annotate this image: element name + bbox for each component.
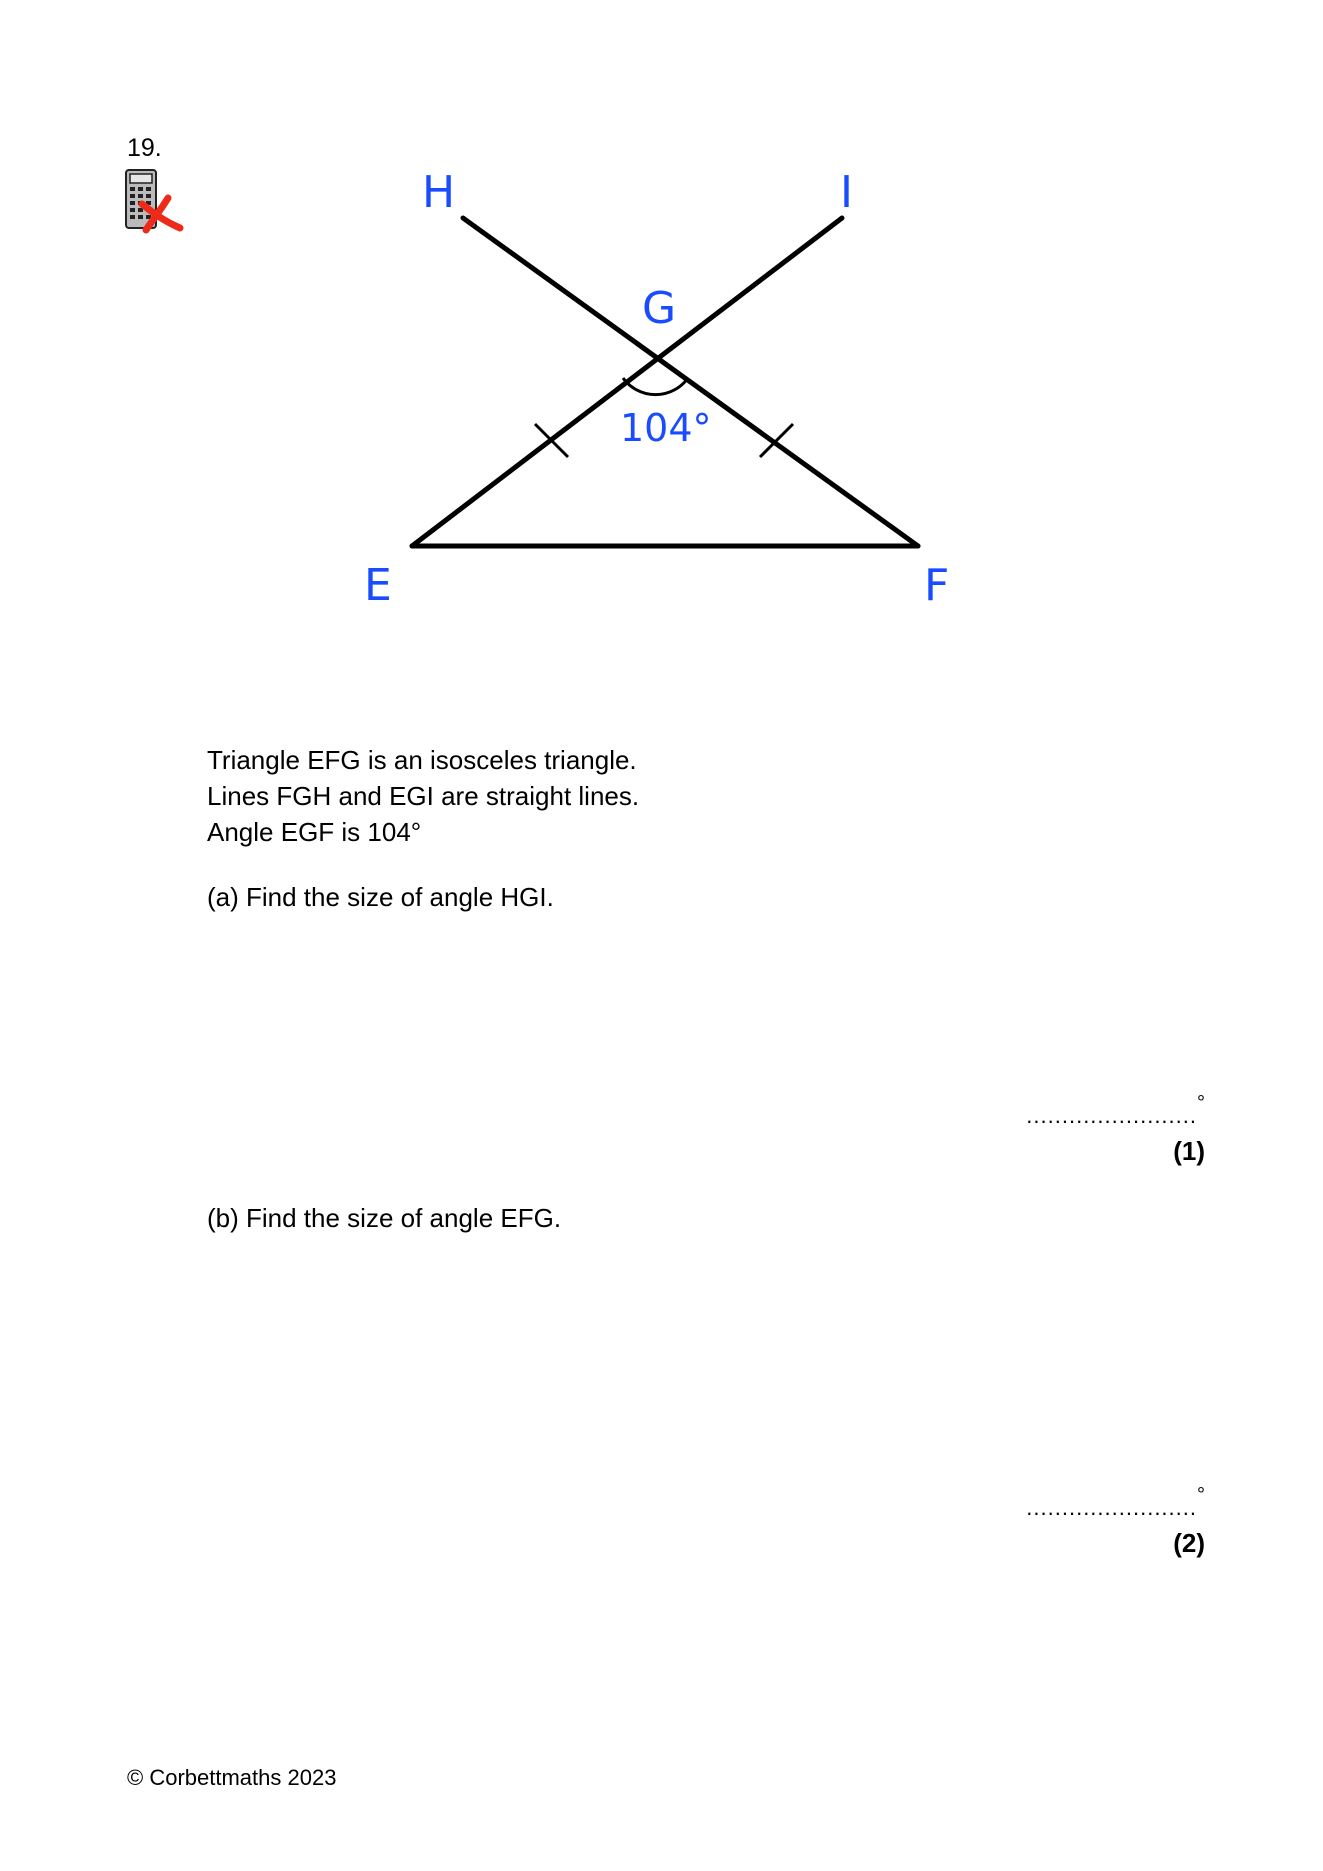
- calculator-not-allowed-icon: [125, 169, 184, 234]
- label-g: G: [642, 283, 676, 334]
- copyright-footer: © Corbettmaths 2023: [127, 1765, 337, 1790]
- label-f: F: [924, 560, 949, 611]
- line-f-h: [460, 215, 921, 549]
- statement-2: Lines FGH and EGI are straight lines.: [207, 781, 640, 811]
- part-a-answer-line[interactable]: ........................°: [1026, 1092, 1205, 1129]
- geometry-diagram: H I G E F 104°: [364, 167, 949, 611]
- question-number: 19.: [127, 134, 162, 162]
- answer-dots: ........................: [1026, 1103, 1197, 1128]
- tick-mark-eg: [533, 422, 570, 459]
- statement-1: Triangle EFG is an isosceles triangle.: [207, 745, 637, 775]
- part-a-prompt: (a) Find the size of angle HGI.: [207, 882, 554, 912]
- part-b-answer-line[interactable]: ........................°: [1026, 1484, 1205, 1521]
- label-e: E: [364, 560, 392, 611]
- angle-label-egf: 104°: [620, 406, 712, 450]
- degree-symbol: °: [1197, 1484, 1205, 1506]
- part-b-prompt: (b) Find the size of angle EFG.: [207, 1203, 562, 1233]
- question-statements: Triangle EFG is an isosceles triangle. L…: [207, 742, 639, 850]
- label-h: H: [422, 167, 455, 218]
- angle-arc-egf: [621, 377, 690, 397]
- tick-mark-fg: [758, 422, 795, 459]
- degree-symbol: °: [1197, 1092, 1205, 1114]
- statement-3: Angle EGF is 104°: [207, 817, 422, 847]
- part-a-marks: (1): [1173, 1136, 1205, 1166]
- label-i: I: [840, 167, 853, 218]
- answer-dots: ........................: [1026, 1495, 1197, 1520]
- part-b-marks: (2): [1173, 1528, 1205, 1558]
